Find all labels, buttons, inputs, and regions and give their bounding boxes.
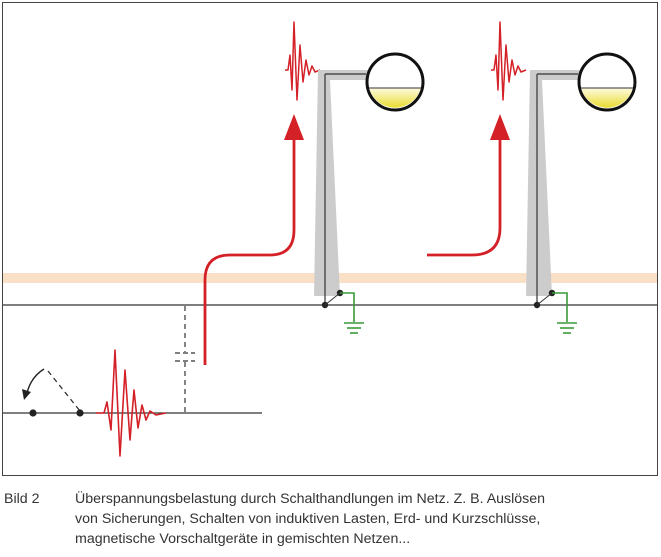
surge-path-left: [203, 140, 296, 365]
surge-arrow-right: [490, 114, 510, 140]
street-lamp-2: [526, 52, 637, 334]
ground-wire-1: [340, 292, 355, 322]
surge-arrow-left: [284, 114, 304, 140]
lamp-pole-1: [314, 70, 368, 296]
caption-line-3: magnetische Vorschaltgeräte in gemischte…: [75, 531, 411, 547]
surge-path-right: [427, 140, 502, 257]
switch: [22, 368, 84, 417]
surge-spike-left: [285, 21, 321, 101]
switching-transient: [96, 349, 167, 457]
caption-label: Bild 2: [4, 491, 40, 507]
lamp-pole-2: [526, 70, 580, 296]
ground-symbol-icon: [557, 322, 577, 334]
ground-symbol-icon: [344, 322, 364, 334]
caption-line-2: von Sicherungen, Schalten von induktiven…: [75, 511, 541, 527]
caption-line-1: Überspannungsbelastung durch Schalthandl…: [75, 491, 546, 507]
surge-spike-right: [491, 21, 527, 101]
caption-text: Überspannungsbelastung durch Schalthandl…: [75, 489, 660, 549]
street-lamp-1: [314, 52, 425, 334]
curved-arrow-icon: [26, 368, 45, 394]
ground-wire-2: [552, 292, 568, 322]
surge-diagram: [3, 21, 657, 457]
coupling-capacitor: [175, 306, 195, 413]
